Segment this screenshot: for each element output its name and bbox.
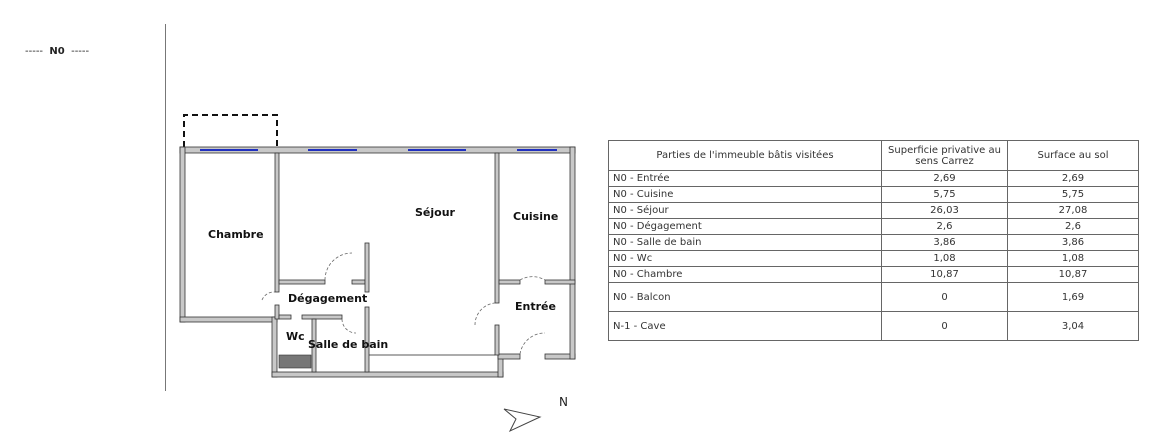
cell-carrez: 5,75: [881, 186, 1008, 203]
cell-carrez: 2,6: [881, 218, 1008, 235]
cell-carrez: 10,87: [881, 266, 1008, 283]
cell-sol: 2,69: [1007, 170, 1139, 187]
cell-sol: 5,75: [1007, 186, 1139, 203]
cell-part: N0 - Cuisine: [608, 186, 882, 203]
cell-carrez: 1,08: [881, 250, 1008, 267]
header-parts: Parties de l'immeuble bâtis visitées: [608, 140, 882, 171]
room-label-sejour: Séjour: [415, 206, 456, 219]
cell-carrez: 0: [881, 282, 1008, 312]
room-label-degagement: Dégagement: [288, 292, 367, 305]
cell-part: N0 - Wc: [608, 250, 882, 267]
separator-line: [165, 24, 166, 391]
level-dashes-left: -----: [25, 46, 44, 57]
cell-sol: 10,87: [1007, 266, 1139, 283]
cell-sol: 2,6: [1007, 218, 1139, 235]
cell-sol: 1,69: [1007, 282, 1139, 312]
cell-sol: 1,08: [1007, 250, 1139, 267]
cell-part: N0 - Balcon: [608, 282, 882, 312]
cell-sol: 3,04: [1007, 311, 1139, 341]
room-label-wc: Wc: [286, 330, 305, 343]
walls: [179, 146, 576, 378]
cell-part: N0 - Salle de bain: [608, 234, 882, 251]
level-label: ----- N0 -----: [25, 46, 89, 57]
level-name: N0: [49, 46, 65, 57]
cell-carrez: 3,86: [881, 234, 1008, 251]
north-label: N: [559, 395, 568, 409]
cell-part: N0 - Chambre: [608, 266, 882, 283]
cell-carrez: 2,69: [881, 170, 1008, 187]
cell-part: N-1 - Cave: [608, 311, 882, 341]
header-carrez: Superficie privative au sens Carrez: [881, 140, 1008, 171]
header-sol: Surface au sol: [1007, 140, 1139, 171]
cell-sol: 27,08: [1007, 202, 1139, 219]
level-dashes-right: -----: [71, 46, 90, 57]
cell-carrez: 0: [881, 311, 1008, 341]
cell-part: N0 - Séjour: [608, 202, 882, 219]
cell-sol: 3,86: [1007, 234, 1139, 251]
north-arrow-icon: [503, 408, 542, 433]
cell-carrez: 26,03: [881, 202, 1008, 219]
room-label-cuisine: Cuisine: [513, 210, 558, 223]
cell-part: N0 - Entrée: [608, 170, 882, 187]
room-label-chambre: Chambre: [208, 228, 264, 241]
table-header-row: Parties de l'immeuble bâtis visitées Sup…: [608, 140, 1139, 171]
cell-part: N0 - Dégagement: [608, 218, 882, 235]
surface-table: Parties de l'immeuble bâtis visitées Sup…: [608, 140, 1139, 341]
room-label-entree: Entrée: [515, 300, 556, 313]
balcony-outline: [183, 114, 278, 147]
door-swings: [261, 252, 546, 355]
room-label-salle-de-bain: Salle de bain: [308, 338, 388, 351]
water-heater: [278, 354, 312, 369]
